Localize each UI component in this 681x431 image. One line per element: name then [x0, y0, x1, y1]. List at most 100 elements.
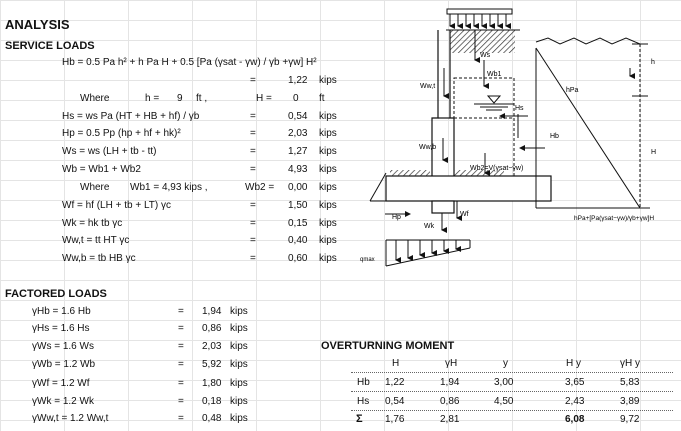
ot-cell[interactable]: 5,83 — [620, 377, 640, 388]
label-wf: Wf — [460, 211, 469, 218]
toe-soil-hatch — [390, 170, 430, 176]
factored-row-unit: kips — [230, 306, 248, 317]
ot-cell[interactable]: 1,22 — [385, 377, 405, 388]
factored-row-unit: kips — [230, 323, 248, 334]
service-row-value[interactable]: 0,15 — [288, 218, 308, 229]
service-row-formula: Wk = hk tb γc — [62, 218, 123, 229]
factored-row-unit: kips — [230, 413, 248, 424]
factored-row-value[interactable]: 0,86 — [202, 323, 222, 334]
service-row-value[interactable]: 2,03 — [288, 128, 308, 139]
hb-unit: kips — [319, 75, 337, 86]
label-h-small: h — [651, 59, 655, 66]
service-row-unit: kips — [319, 146, 337, 157]
service-row-formula: Wb = Wb1 + Wb2 — [62, 164, 141, 175]
service-row-value[interactable]: 1,50 — [288, 200, 308, 211]
factored-row-unit: kips — [230, 396, 248, 407]
surcharge-arrows — [446, 8, 513, 29]
factored-row-eq: = — [178, 378, 184, 389]
heel-soil-block — [453, 77, 515, 177]
service-row-eq: = — [250, 128, 256, 139]
factored-row-value[interactable]: 0,48 — [202, 413, 222, 424]
service-row-value[interactable]: 0,40 — [288, 235, 308, 246]
factored-row-eq: = — [178, 396, 184, 407]
where-h-value[interactable]: 9 — [177, 93, 183, 104]
where-label-2: Where — [80, 182, 110, 193]
factored-row-value[interactable]: 0,18 — [202, 396, 222, 407]
service-row-eq: = — [250, 200, 256, 211]
label-h-big: H — [651, 149, 656, 156]
where-h-label: h = — [145, 93, 160, 104]
service-row-value[interactable]: 1,27 — [288, 146, 308, 157]
service-row-unit: kips — [319, 164, 337, 175]
service-row-value[interactable]: 4,93 — [288, 164, 308, 175]
ot-header: H y — [566, 358, 581, 369]
hb-formula: Hb = 0.5 Pa h² + h Pa H + 0.5 [Pa (γsat … — [62, 57, 317, 68]
ot-divider — [351, 372, 673, 373]
service-row-value[interactable]: 0,54 — [288, 111, 308, 122]
label-hp: Hp — [392, 214, 401, 221]
ot-divider — [351, 410, 673, 411]
factored-row-eq: = — [178, 323, 184, 334]
ot-cell[interactable]: 3,65 — [565, 377, 585, 388]
factored-row-value[interactable]: 2,03 — [202, 341, 222, 352]
ot-cell[interactable]: 9,72 — [620, 414, 640, 425]
soil-pressure-diagram — [385, 239, 471, 267]
ot-cell[interactable]: 3,00 — [494, 377, 514, 388]
service-row-unit: kips — [319, 235, 337, 246]
factored-row-unit: kips — [230, 341, 248, 352]
service-row-unit: kips — [319, 128, 337, 139]
service-row-unit: kips — [319, 111, 337, 122]
ot-divider — [351, 391, 673, 392]
ot-cell[interactable]: 2,81 — [440, 414, 460, 425]
where-label-1: Where — [80, 93, 110, 104]
where-wb2-label: Wb2 = — [245, 182, 275, 193]
ot-header: H — [392, 358, 400, 369]
ot-header: γH y — [620, 358, 640, 369]
label-ws: Ws — [480, 52, 491, 59]
service-row-eq: = — [250, 235, 256, 246]
factored-row-eq: = — [178, 341, 184, 352]
ot-cell[interactable]: 4,50 — [494, 396, 514, 407]
service-row-formula: Ww,b = tb HB γc — [62, 253, 136, 264]
service-row-unit: kips — [319, 200, 337, 211]
label-hs: Hs — [515, 105, 524, 112]
where-H-value[interactable]: 0 — [293, 93, 299, 104]
where-H-unit: ft — [319, 93, 325, 104]
ot-row-label: Σ — [356, 413, 363, 425]
label-hpa: hPa — [566, 87, 579, 94]
where-wb2-value[interactable]: 0,00 — [288, 182, 308, 193]
factored-row-eq: = — [178, 413, 184, 424]
service-loads-title: SERVICE LOADS — [5, 40, 95, 52]
service-row-unit: kips — [319, 253, 337, 264]
ot-cell[interactable]: 1,76 — [385, 414, 405, 425]
factored-row-unit: kips — [230, 359, 248, 370]
ot-cell[interactable]: 0,54 — [385, 396, 405, 407]
ot-cell[interactable]: 1,94 — [440, 377, 460, 388]
ot-cell[interactable]: 2,43 — [565, 396, 585, 407]
ot-cell[interactable]: 6,08 — [565, 414, 585, 425]
service-row-formula: Wf = hf (LH + tb + LT) γc — [62, 200, 172, 211]
factored-row-formula: γHs = 1.6 Hs — [32, 323, 90, 334]
ot-cell[interactable]: 0,86 — [440, 396, 460, 407]
factored-row-eq: = — [178, 306, 184, 317]
service-row-value[interactable]: 0,60 — [288, 253, 308, 264]
factored-row-unit: kips — [230, 378, 248, 389]
factored-row-value[interactable]: 1,80 — [202, 378, 222, 389]
retaining-wall-diagram: Ws Wb1 Ww,t Ww,b Hs Hb Wb2=V(γsat−γw) Hp… — [360, 8, 656, 267]
heel-soil-hatch — [454, 170, 504, 176]
factored-row-formula: γWb = 1.2 Wb — [32, 359, 96, 370]
factored-row-value[interactable]: 5,92 — [202, 359, 222, 370]
factored-row-formula: γWf = 1.2 Wf — [32, 378, 90, 389]
service-row-formula: Ww,t = tt HT γc — [62, 235, 130, 246]
ot-cell[interactable]: 3,89 — [620, 396, 640, 407]
hb-value[interactable]: 1,22 — [288, 75, 308, 86]
factored-row-formula: γWk = 1.2 Wk — [32, 396, 94, 407]
factored-row-formula: γWw,t = 1.2 Ww,t — [32, 413, 109, 424]
label-wk: Wk — [424, 223, 435, 230]
where-wb2-unit: kips — [319, 182, 337, 193]
toe-slope — [369, 172, 387, 202]
factored-row-value[interactable]: 1,94 — [202, 306, 222, 317]
label-wb1: Wb1 — [487, 71, 502, 78]
label-hb: Hb — [550, 133, 559, 140]
label-qmax: qmax — [360, 257, 375, 263]
